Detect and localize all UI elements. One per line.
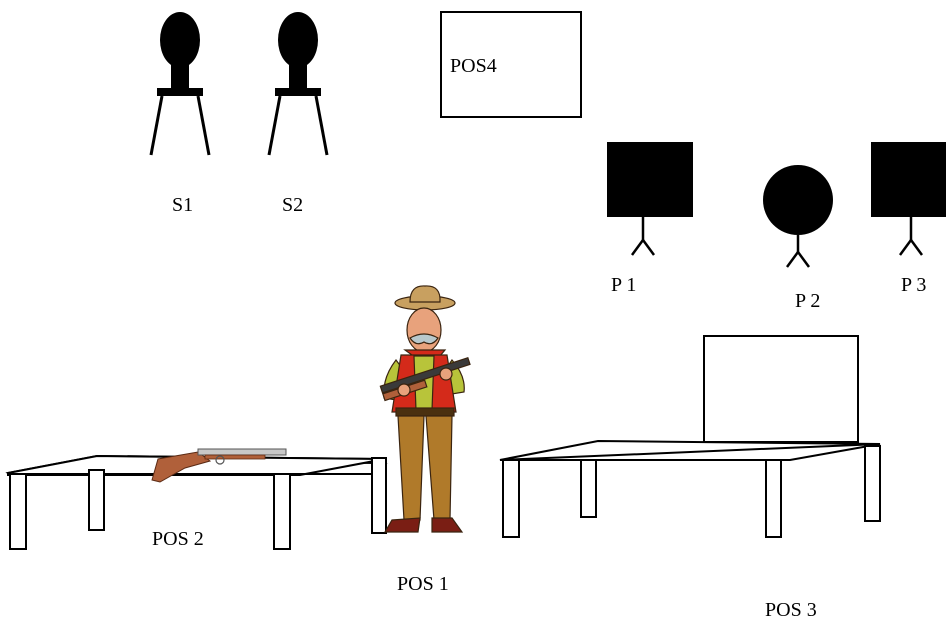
label-pos4: POS4 xyxy=(450,55,497,77)
box-pos4 xyxy=(440,11,582,118)
label-pos2: POS 2 xyxy=(152,528,204,550)
target-p2 xyxy=(763,165,833,268)
label-pos3: POS 3 xyxy=(765,599,817,621)
table-right xyxy=(499,439,881,538)
label-pos1: POS 1 xyxy=(397,573,449,595)
label-p2: P 2 xyxy=(795,290,820,312)
rifle-on-table xyxy=(151,448,287,483)
target-p3 xyxy=(871,142,946,256)
target-p1 xyxy=(607,142,693,256)
label-s2: S2 xyxy=(282,194,303,216)
table-left xyxy=(5,454,388,550)
box-on-right-table xyxy=(703,335,859,443)
label-s1: S1 xyxy=(172,194,193,216)
stool-s1 xyxy=(149,12,211,156)
label-p1: P 1 xyxy=(611,274,636,296)
stool-s2 xyxy=(267,12,329,156)
cowboy-figure xyxy=(379,285,471,533)
label-p3: P 3 xyxy=(901,274,926,296)
